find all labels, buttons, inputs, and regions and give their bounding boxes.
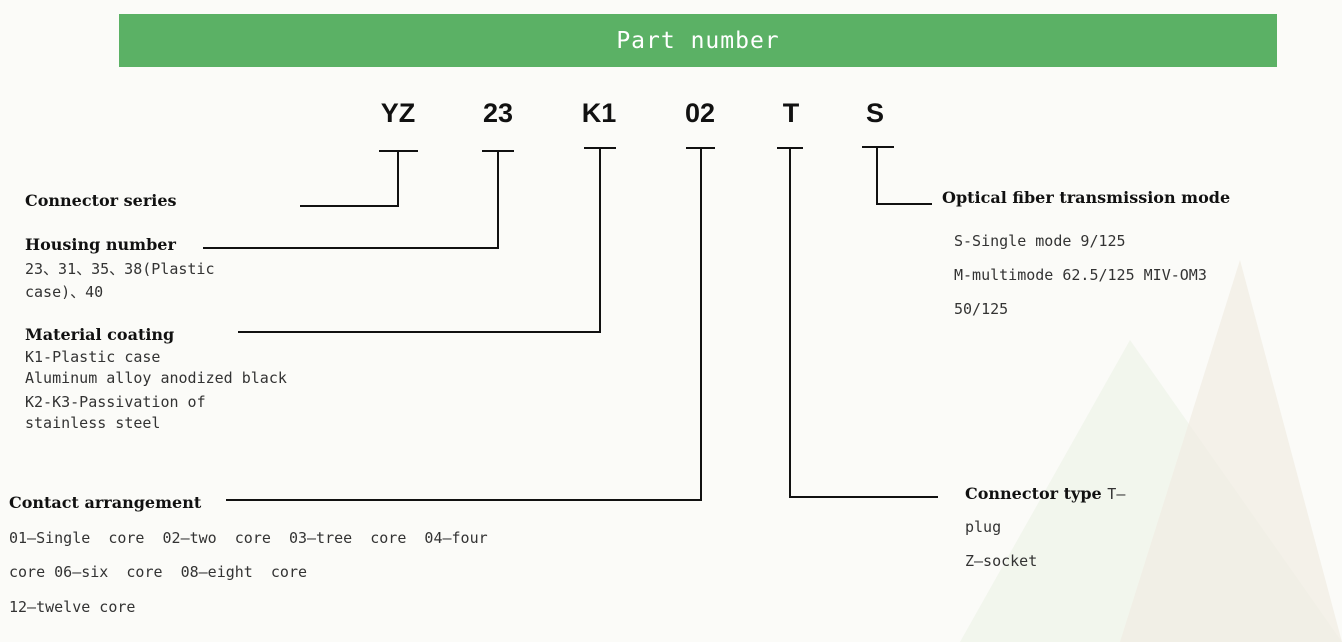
connector-type-line-1: plug xyxy=(965,518,1002,536)
connector-type-label: Connector type xyxy=(965,484,1102,503)
fiber-mode-line-1: S-Single mode 9/125 xyxy=(954,232,1126,250)
material-coating-line-1: K1-Plastic case xyxy=(25,348,161,366)
leader-yz xyxy=(300,151,399,207)
fiber-mode-line-3: 50/125 xyxy=(954,300,1009,318)
code-s: S xyxy=(865,98,884,128)
housing-number-line-1: 23、31、35、38(Plastic xyxy=(25,260,215,278)
contact-arrangement-line-2: core 06—six core 08—eight core xyxy=(9,563,308,581)
connector-series-heading: Connector series xyxy=(25,191,177,210)
fiber-mode-line-2: M-multimode 62.5/125 MIV-OM3 xyxy=(954,266,1207,284)
connector-type-suffix: T— xyxy=(1107,485,1126,503)
contact-arrangement-line-3: 12—twelve core xyxy=(9,598,136,616)
contact-arrangement-line-1: 01—Single core 02—two core 03—tree core … xyxy=(9,529,488,547)
code-k1: K1 xyxy=(581,98,617,128)
material-coating-line-3: K2-K3-Passivation of xyxy=(25,393,206,411)
code-02: 02 xyxy=(684,98,716,128)
housing-number-heading: Housing number xyxy=(25,235,176,254)
leader-02 xyxy=(226,148,702,501)
banner-title: Part number xyxy=(616,27,780,54)
part-number-banner: Part number xyxy=(119,14,1277,67)
code-t: T xyxy=(782,98,800,128)
connector-type-heading: Connector type T— xyxy=(965,484,1125,503)
material-coating-line-2: Aluminum alloy anodized black xyxy=(25,369,287,387)
material-coating-line-4: stainless steel xyxy=(25,414,161,432)
code-23: 23 xyxy=(482,98,514,128)
code-yz: YZ xyxy=(380,98,416,128)
leader-23 xyxy=(203,151,499,249)
contact-arrangement-heading: Contact arrangement xyxy=(9,493,202,512)
leader-t xyxy=(789,148,938,498)
housing-number-line-2: case)、40 xyxy=(25,283,104,301)
fiber-mode-heading: Optical fiber transmission mode xyxy=(942,188,1231,207)
leader-s xyxy=(876,147,932,205)
leader-k1 xyxy=(238,148,601,333)
material-coating-heading: Material coating xyxy=(25,325,175,344)
connector-type-line-2: Z—socket xyxy=(965,552,1038,570)
